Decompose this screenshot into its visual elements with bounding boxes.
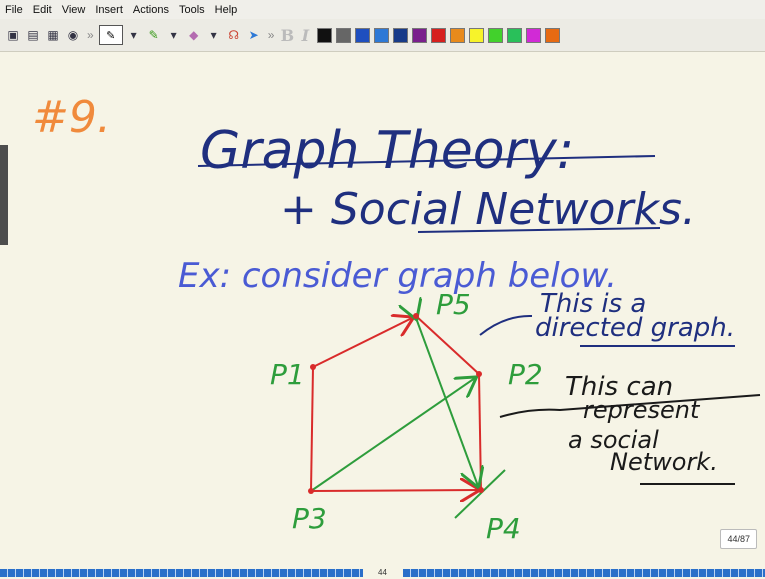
- ink-canvas: #9. Graph Theory: + Social Networks. Ex:…: [32, 92, 761, 545]
- edge-p3-p2: [310, 378, 475, 492]
- remark2-line3: a social: [568, 426, 659, 454]
- label-p2: P2: [508, 358, 543, 391]
- remark1-line1: This is a: [540, 289, 646, 319]
- menu-help[interactable]: Help: [214, 3, 238, 16]
- color-swatch-12[interactable]: [526, 27, 542, 43]
- node-p5: [413, 313, 419, 319]
- menu-view[interactable]: View: [61, 3, 86, 16]
- color-swatch-10[interactable]: [488, 27, 504, 43]
- bold-icon[interactable]: B: [280, 25, 295, 45]
- edge-p4-tick: [454, 469, 506, 519]
- open-icon[interactable]: ▤: [27, 28, 39, 42]
- menu-bar: File Edit View Insert Actions Tools Help: [0, 0, 765, 19]
- color-swatch-5[interactable]: [393, 27, 409, 43]
- highlighter-icon[interactable]: ✎: [148, 28, 159, 42]
- page-scrollbar[interactable]: 44: [0, 567, 765, 579]
- save-icon[interactable]: ▦: [47, 28, 59, 42]
- label-p4: P4: [486, 512, 521, 545]
- label-p3: P3: [292, 502, 327, 535]
- web-icon[interactable]: ◉: [67, 28, 79, 42]
- edge-p1-p3: [310, 366, 314, 492]
- menu-tools[interactable]: Tools: [178, 3, 205, 16]
- remark2-line1: This can: [565, 372, 673, 402]
- menu-actions[interactable]: Actions: [132, 3, 169, 16]
- pen-tool-button[interactable]: ✎: [98, 25, 123, 45]
- node-p2: [476, 371, 482, 377]
- edge-p1-p5: [312, 318, 412, 368]
- new-page-icon[interactable]: ▣: [7, 28, 19, 42]
- toolbar-overflow-icon-2[interactable]: »: [267, 28, 275, 42]
- remark2-connector: [499, 394, 761, 418]
- title-underline: [197, 155, 656, 167]
- edge-p2-p4: [478, 373, 482, 491]
- edge-p5-p4: [416, 318, 478, 486]
- remark1-line2: directed graph.: [535, 313, 735, 343]
- label-p5: P5: [436, 288, 471, 321]
- remark1-connector: [479, 314, 533, 336]
- pen-dropdown-icon[interactable]: ▾: [130, 28, 137, 42]
- italic-icon[interactable]: I: [301, 25, 310, 45]
- page-slider-label: 44: [362, 567, 403, 579]
- menu-insert[interactable]: Insert: [95, 3, 123, 16]
- color-swatch-3[interactable]: [355, 27, 371, 43]
- menu-edit[interactable]: Edit: [32, 3, 52, 16]
- page-scroll-track-left[interactable]: [0, 569, 363, 577]
- color-swatch-11[interactable]: [507, 27, 523, 43]
- color-swatch-7[interactable]: [431, 27, 447, 43]
- node-p3: [308, 488, 314, 494]
- note-subtitle: + Social Networks.: [280, 184, 696, 235]
- color-swatch-13[interactable]: [545, 27, 561, 43]
- subtitle-underline: [417, 227, 661, 233]
- color-swatch-2[interactable]: [336, 27, 352, 43]
- color-palette: [315, 27, 562, 43]
- color-swatch-6[interactable]: [412, 27, 428, 43]
- eraser-icon[interactable]: ◆: [189, 28, 199, 42]
- insert-space-icon[interactable]: ➤: [248, 28, 259, 42]
- page-side-marker: [0, 145, 8, 245]
- eraser-dropdown-icon[interactable]: ▾: [210, 28, 217, 42]
- node-p4: [478, 487, 484, 493]
- highlighter-dropdown-icon[interactable]: ▾: [170, 28, 177, 42]
- node-p1: [310, 364, 316, 370]
- color-swatch-8[interactable]: [450, 27, 466, 43]
- remark2-line4: Network.: [610, 448, 718, 476]
- color-swatch-4[interactable]: [374, 27, 390, 43]
- color-swatch-9[interactable]: [469, 27, 485, 43]
- remark2-line2: represent: [583, 396, 701, 424]
- edge-p3-p4: [310, 490, 478, 491]
- note-page: #9. Graph Theory: + Social Networks. Ex:…: [0, 53, 765, 565]
- note-title: Graph Theory:: [200, 121, 574, 181]
- menu-file[interactable]: File: [5, 3, 23, 16]
- page-scroll-track-right[interactable]: [402, 569, 765, 577]
- toolbar-overflow-icon[interactable]: »: [87, 28, 94, 42]
- lasso-icon[interactable]: ☊: [228, 28, 240, 42]
- page-number: 44/87: [720, 529, 757, 549]
- example-text: Ex: consider graph below.: [178, 256, 617, 296]
- color-swatch-1[interactable]: [317, 27, 333, 43]
- label-p1: P1: [270, 358, 305, 391]
- toolbar: ▣ ▤ ▦ ◉ » ✎ ▾ ✎ ▾ ◆ ▾ ☊ ➤ » B I: [0, 19, 765, 52]
- note-number: #9.: [32, 92, 111, 143]
